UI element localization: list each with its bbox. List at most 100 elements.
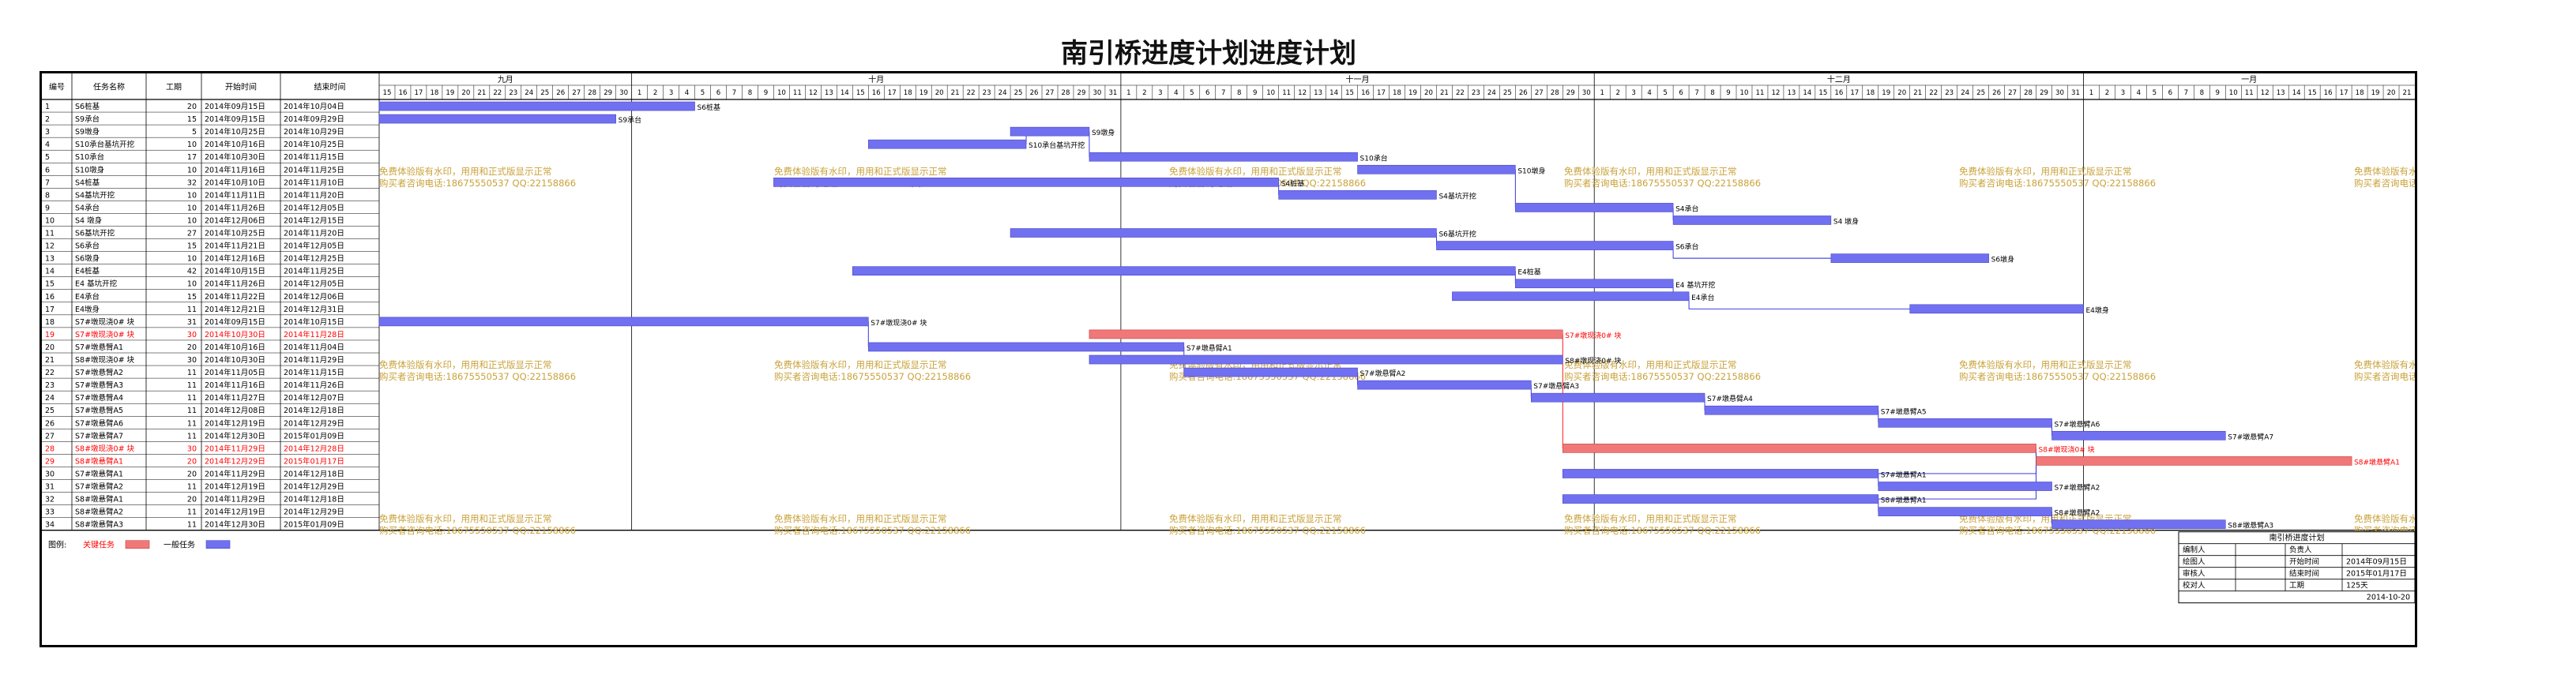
day-label: 10	[2229, 89, 2238, 97]
cell-start: 2014年09月15日	[205, 102, 265, 111]
table-header-name: 任务名称	[93, 82, 125, 92]
watermark-text: 购买者咨询电话:18675550537 QQ:22158866	[1169, 525, 1366, 536]
cell-duration: 11	[187, 394, 197, 403]
day-label: 9	[2216, 89, 2220, 97]
cell-name: S7#墩悬臂A4	[75, 393, 123, 403]
day-label: 15	[856, 89, 865, 97]
day-label: 22	[493, 89, 502, 97]
watermark-text: 购买者咨询电话:18675550537 QQ:22158866	[379, 525, 576, 536]
cell-name: S8#墩悬臂A3	[75, 520, 123, 530]
watermark-text: 购买者咨询电话:18675550537 QQ:22158866	[1959, 178, 2156, 189]
bar-label: S10承台	[1360, 153, 1388, 163]
cell-duration: 11	[187, 381, 197, 390]
day-label: 1	[637, 89, 641, 97]
cell-start: 2014年10月16日	[205, 140, 265, 149]
day-label: 30	[1092, 89, 1101, 97]
cell-duration: 11	[187, 483, 197, 492]
day-label: 16	[1834, 89, 1843, 97]
bar-label: S6桩基	[698, 103, 720, 112]
day-label: 11	[1282, 89, 1291, 97]
day-label: 23	[1945, 89, 1954, 97]
day-label: 19	[1408, 89, 1417, 97]
cell-start: 2014年12月30日	[205, 520, 265, 530]
day-label: 29	[604, 89, 612, 97]
watermark-text: 购买者咨询电话:18675550537 QQ:22158866	[2354, 178, 2415, 189]
day-label: 7	[732, 89, 736, 97]
day-label: 9	[1726, 89, 1730, 97]
cell-end: 2014年12月29日	[284, 418, 344, 428]
day-label: 11	[1755, 89, 1764, 97]
cell-end: 2014年11月25日	[284, 267, 344, 276]
cell-id: 29	[45, 457, 55, 466]
day-label: 1	[2089, 89, 2093, 97]
task-bar	[1515, 203, 1674, 212]
cell-name: S9承台	[75, 114, 100, 124]
day-label: 15	[1818, 89, 1827, 97]
day-label: 16	[398, 89, 407, 97]
day-label: 18	[904, 89, 912, 97]
cell-name: S7#墩悬臂A1	[75, 469, 123, 478]
cell-name: S7#墩悬臂A1	[75, 343, 123, 352]
cell-duration: 10	[187, 280, 197, 289]
cell-start: 2014年11月26日	[205, 279, 265, 289]
cell-end: 2014年10月29日	[284, 127, 344, 137]
task-bar	[2051, 519, 2226, 530]
cell-id: 22	[45, 369, 55, 377]
day-label: 14	[840, 89, 849, 97]
cell-name: S10承台基坑开挖	[75, 140, 135, 149]
cell-name: S9墩身	[75, 127, 100, 137]
info-cell: 工期	[2289, 582, 2304, 590]
bar-label: S7#墩现浇0# 块	[871, 318, 927, 328]
cell-start: 2014年11月29日	[205, 444, 265, 453]
day-label: 28	[588, 89, 596, 97]
day-label: 15	[2308, 89, 2317, 97]
cell-duration: 10	[187, 216, 197, 225]
bar-label: S7#墩悬臂A1	[1186, 343, 1232, 353]
legend-normal-text: 一般任务	[164, 540, 195, 550]
day-label: 14	[2292, 89, 2301, 97]
cell-name: S7#墩悬臂A6	[75, 418, 123, 428]
day-label: 19	[2371, 89, 2380, 97]
day-label: 22	[1929, 89, 1938, 97]
cell-end: 2014年12月05日	[284, 242, 344, 251]
watermark-text: 免费体验版有水印，用用和正式版显示正常	[1564, 359, 1737, 370]
day-label: 24	[525, 89, 533, 97]
task-bar	[1452, 291, 1690, 302]
watermark-text: 购买者咨询电话:18675550537 QQ:22158866	[774, 525, 971, 536]
cell-duration: 20	[187, 496, 197, 504]
cell-start: 2014年11月21日	[205, 242, 265, 251]
cell-id: 8	[45, 191, 50, 200]
cell-duration: 10	[187, 255, 197, 264]
cell-end: 2014年12月29日	[284, 482, 344, 492]
task-bar	[1909, 304, 2084, 314]
info-cell: 审核人	[2183, 569, 2206, 579]
bar-label: S7#墩悬臂A7	[2228, 432, 2273, 441]
cell-start: 2014年11月16日	[205, 380, 265, 390]
cell-id: 4	[45, 141, 50, 149]
cell-name: E4桩基	[75, 267, 100, 276]
day-label: 17	[888, 89, 897, 97]
day-label: 25	[1014, 89, 1023, 97]
task-bar	[1089, 152, 1358, 162]
cell-name: S4基坑开挖	[75, 190, 115, 200]
cell-end: 2014年10月25日	[284, 140, 344, 149]
bar-label: S9承台	[619, 115, 641, 125]
watermark-text: 购买者咨询电话:18675550537 QQ:22158866	[1564, 525, 1761, 536]
day-label: 3	[1631, 89, 1635, 97]
cell-end: 2014年11月20日	[284, 190, 344, 200]
cell-id: 15	[45, 280, 55, 289]
cell-id: 24	[45, 394, 55, 403]
day-label: 16	[2324, 89, 2333, 97]
day-label: 21	[951, 89, 960, 97]
cell-duration: 32	[187, 178, 197, 187]
watermark-text: 免费体验版有水印，用用和正式版显示正常	[1959, 359, 2132, 370]
cell-id: 2	[45, 115, 50, 124]
month-label: 十二月	[1827, 74, 1851, 84]
cell-end: 2014年12月05日	[284, 279, 344, 289]
month-label: 十一月	[1346, 74, 1370, 84]
cell-end: 2014年11月04日	[284, 343, 344, 352]
month-label: 十月	[868, 74, 884, 84]
chart-title: 南引桥进度计划进度计划	[1061, 38, 1356, 69]
cell-name: S7#墩现浇0# 块	[75, 330, 135, 339]
bar-label: S4基坑开挖	[1438, 191, 1476, 201]
